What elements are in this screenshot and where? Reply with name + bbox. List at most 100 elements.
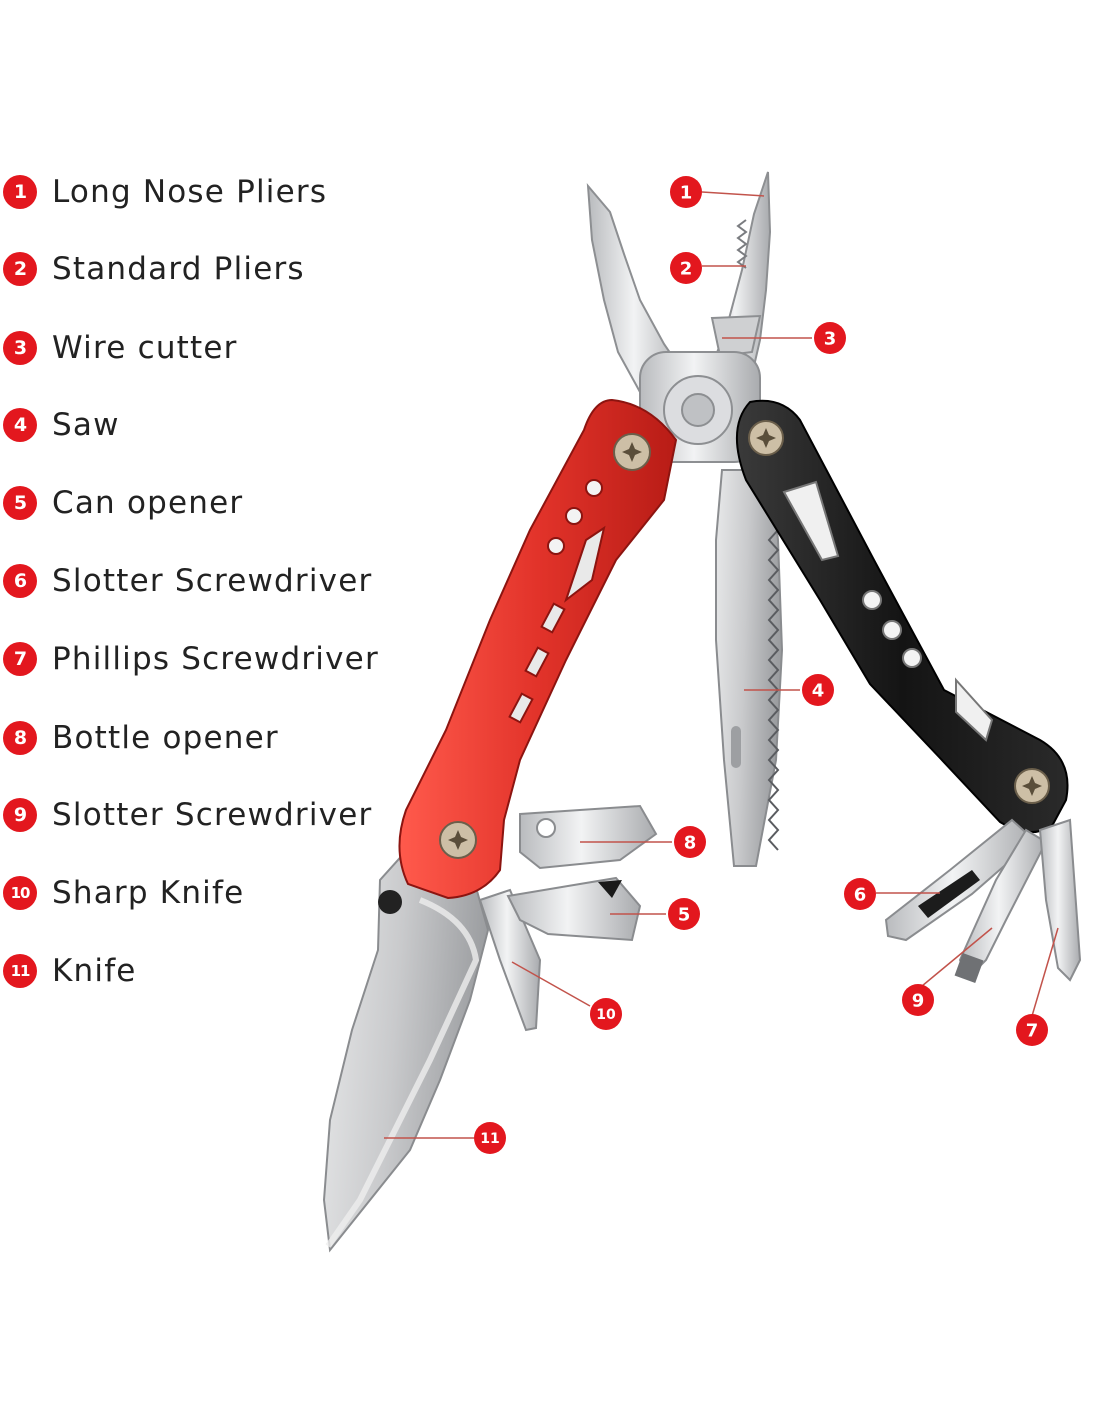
- slotted-screwdriver-tip: [954, 952, 984, 984]
- red-handle-slot: [524, 646, 550, 678]
- knife-thumb-hole: [378, 890, 402, 914]
- leader-line-1: [701, 191, 765, 197]
- legend-label: Knife: [52, 953, 137, 989]
- red-handle: [398, 398, 678, 900]
- pliers-pivot-center: [681, 393, 715, 427]
- legend-item-1: 1 Long Nose Pliers: [3, 172, 327, 212]
- saw-slot: [731, 726, 741, 768]
- legend-item-2: 2 Standard Pliers: [3, 249, 305, 289]
- red-handle-slot: [508, 692, 534, 724]
- leader-line-7: [1031, 927, 1059, 1017]
- bottle-opener-hole: [536, 818, 556, 838]
- svg-text:10: 10: [596, 1007, 616, 1023]
- legend-badge: 9: [3, 798, 37, 832]
- can-opener: [506, 876, 642, 942]
- callout-badges: 1 2 3 4 5 6 7 8 9 10 11: [474, 176, 1048, 1154]
- svg-text:3: 3: [824, 329, 837, 350]
- black-handle: [736, 399, 1069, 833]
- svg-text:2: 2: [680, 259, 693, 280]
- main-knife-edge: [325, 897, 480, 1248]
- legend-badge: 5: [3, 486, 37, 520]
- screwdriver-stripe: [918, 870, 980, 918]
- screwdriver-bits: [884, 818, 1082, 984]
- legend-badge: 2: [3, 252, 37, 286]
- callout-badge-1: 1: [670, 176, 702, 208]
- callout-badge-4: 4: [802, 674, 834, 706]
- svg-text:8: 8: [684, 833, 697, 854]
- wire-cutter-notch: [710, 314, 762, 358]
- parts-legend: 1 Long Nose Pliers 2 Standard Pliers 3 W…: [0, 0, 480, 1100]
- black-handle-hole: [902, 648, 922, 668]
- svg-text:11: 11: [480, 1131, 499, 1147]
- legend-item-9: 9 Slotter Screwdriver: [3, 795, 372, 835]
- pliers-teeth: [736, 219, 748, 269]
- black-handle-cutout-top: [782, 480, 840, 562]
- sharp-knife-blade: [478, 888, 542, 1032]
- legend-label: Can opener: [52, 485, 244, 521]
- legend-item-7: 7 Phillips Screwdriver: [3, 639, 379, 679]
- black-handle-hole: [882, 620, 902, 640]
- legend-label: Saw: [52, 407, 120, 443]
- legend-badge: 10: [3, 876, 37, 910]
- red-handle-hole: [585, 479, 603, 497]
- black-handle-hole: [862, 590, 882, 610]
- legend-label: Long Nose Pliers: [52, 174, 328, 210]
- saw-body: [715, 469, 784, 867]
- black-handle-screw-top-star: [756, 428, 776, 448]
- red-handle-cutout: [564, 525, 606, 603]
- legend-item-5: 5 Can opener: [3, 483, 243, 523]
- phillips-screwdriver: [1038, 818, 1082, 982]
- leader-line-9: [921, 927, 993, 987]
- leader-line-10: [511, 961, 591, 1007]
- legend-label: Slotter Screwdriver: [52, 797, 373, 833]
- callout-badge-3: 3: [814, 322, 846, 354]
- callout-badge-2: 2: [670, 252, 702, 284]
- callout-badge-10: 10: [590, 998, 622, 1030]
- saw-blade: [715, 469, 784, 867]
- legend-label: Sharp Knife: [52, 875, 245, 911]
- callout-badge-11: 11: [474, 1122, 506, 1154]
- callout-badge-9: 9: [902, 984, 934, 1016]
- svg-text:4: 4: [812, 681, 825, 702]
- svg-text:7: 7: [1026, 1021, 1039, 1042]
- legend-label: Standard Pliers: [52, 251, 305, 287]
- legend-item-8: 8 Bottle opener: [3, 718, 279, 758]
- legend-label: Wire cutter: [52, 330, 238, 366]
- legend-badge: 7: [3, 642, 37, 676]
- legend-item-10: 10 Sharp Knife: [3, 873, 244, 913]
- black-handle-screw-bottom-star: [1022, 776, 1042, 796]
- red-handle-screw-bottom-star: [448, 830, 468, 850]
- pliers-jaws: [586, 171, 772, 463]
- legend-badge: 4: [3, 408, 37, 442]
- legend-label: Bottle opener: [52, 720, 279, 756]
- svg-text:1: 1: [680, 183, 693, 204]
- legend-item-3: 3 Wire cutter: [3, 328, 238, 368]
- legend-label: Slotter Screwdriver: [52, 563, 373, 599]
- callout-badge-8: 8: [674, 826, 706, 858]
- legend-item-4: 4 Saw: [3, 405, 120, 445]
- red-handle-hole: [565, 507, 583, 525]
- main-knife-blade: [322, 838, 490, 1253]
- red-handle-screw-top-star: [622, 442, 642, 462]
- legend-label: Phillips Screwdriver: [52, 641, 379, 677]
- legend-badge: 8: [3, 721, 37, 755]
- svg-text:9: 9: [912, 991, 925, 1012]
- svg-text:5: 5: [678, 905, 691, 926]
- callout-badge-6: 6: [844, 878, 876, 910]
- callout-lines: [384, 191, 1059, 1139]
- knife-blades: [322, 804, 658, 1253]
- black-handle-body: [736, 399, 1069, 833]
- legend-badge: 11: [3, 954, 37, 988]
- callout-badge-5: 5: [668, 898, 700, 930]
- black-handle-cutout-bottom: [955, 677, 994, 742]
- legend-badge: 6: [3, 564, 37, 598]
- can-opener-hook: [598, 880, 622, 898]
- legend-badge: 1: [3, 175, 37, 209]
- bottle-opener: [519, 804, 658, 870]
- legend-badge: 3: [3, 331, 37, 365]
- red-handle-slot: [540, 602, 566, 634]
- legend-item-11: 11 Knife: [3, 951, 137, 991]
- svg-text:6: 6: [854, 885, 867, 906]
- legend-item-6: 6 Slotter Screwdriver: [3, 561, 372, 601]
